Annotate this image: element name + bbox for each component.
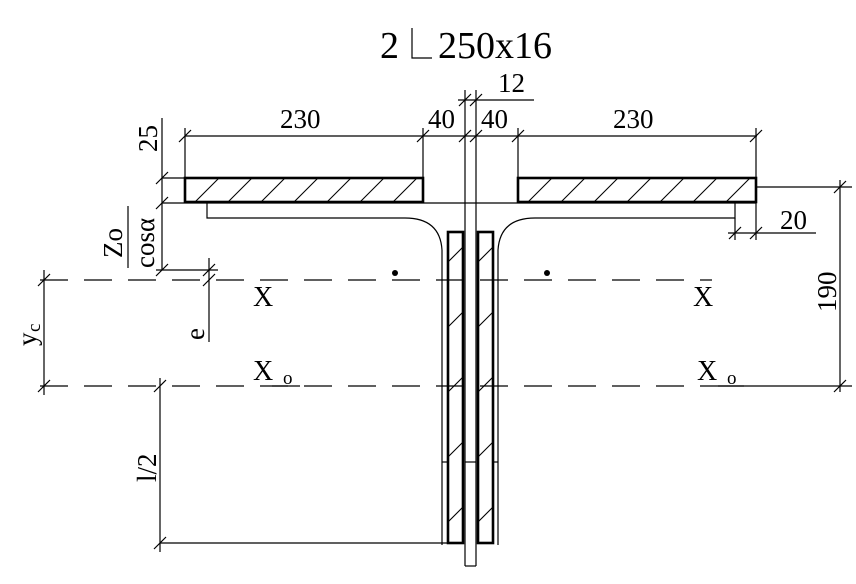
half-length-dimension [153,378,448,552]
xo-subscript-right: o [727,368,737,389]
xo-axis-label-left: X [253,356,273,387]
overall-height-dimension [726,180,852,393]
top-dimension-chain [178,128,763,178]
right-vertical-leg [476,230,495,545]
dim-leg-left: 230 [280,104,321,134]
dim-leg-right: 230 [613,104,654,134]
dim-gusset-thickness: 12 [498,68,525,98]
gusset-plate [464,90,477,567]
x-axis-label-left: X [253,282,273,313]
label-half-length: l/2 [132,453,162,482]
left-fillet-outline [206,203,443,545]
label-yc-subscript: c [24,324,45,332]
eccentricity-dim [200,258,218,342]
dim-edge-offset: 20 [780,205,807,235]
dim-leg-thickness: 25 [133,125,163,152]
right-fillet-outline [497,203,736,545]
xo-subscript-left: o [283,368,293,389]
left-centroid-dot [392,270,398,276]
leg-thickness-dim [155,118,185,270]
left-vertical-leg [446,230,465,545]
label-yc: y [12,332,42,346]
xo-axis-label-right: X [697,356,717,387]
edge-offset-dimension [728,203,816,240]
title-prefix: 2 [380,25,399,67]
yc-dimension [37,270,51,395]
dim-gap-right: 40 [481,104,508,134]
label-z-numerator: Zo [98,228,128,258]
left-angle-leg [183,176,425,204]
label-e: e [180,328,210,340]
label-z-denominator: cosα [130,218,160,268]
x-axis-label-right: X [693,282,713,313]
gusset-thickness-dim [458,93,534,107]
dim-overall-height: 190 [812,272,842,313]
right-centroid-dot [544,270,550,276]
right-angle-leg [516,176,758,204]
dim-gap-left: 40 [428,104,455,134]
title-profile: 250x16 [438,25,552,67]
angle-symbol-icon [411,28,432,59]
